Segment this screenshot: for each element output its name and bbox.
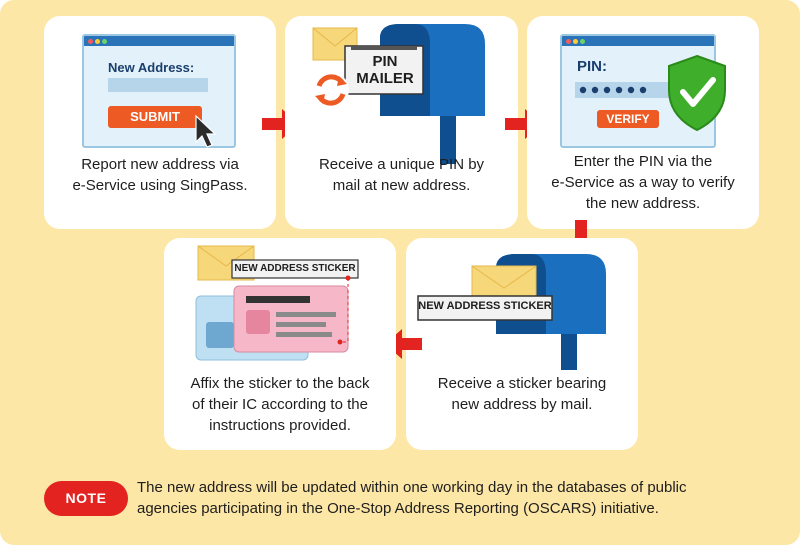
verified-shield-icon [668,54,726,132]
mailbox-with-sticker-icon [417,254,606,370]
sticker-label: NEW ADDRESS STICKER [418,300,552,312]
step-3-card: PIN: VERIFY Enter the PIN via the e-Serv… [527,16,759,229]
step-5-card: NEW ADDRESS STICKER Affix the sticker to… [164,238,396,450]
step-4-card: NEW ADDRESS STICKER Receive a sticker be… [406,238,638,450]
step-2-caption: Receive a unique PIN by mail at new addr… [318,156,485,194]
step-5-caption: Affix the sticker to the back of their I… [190,375,370,434]
mailbox-with-pin-mailer-icon [312,24,485,164]
mouse-cursor-icon [195,114,217,148]
pin-field-label: PIN: [577,58,607,75]
step-1-caption: Report new address via e-Service using S… [72,156,248,194]
pin-dots-field-illustration [575,82,675,98]
verify-button-illustration: VERIFY [597,110,659,128]
note-badge: NOTE [44,481,128,516]
submit-button-illustration: SUBMIT [108,106,202,128]
pin-mailer-label: PIN MAILER [356,53,414,87]
browser-window-icon [82,34,236,148]
note-text: The new address will be updated within o… [137,479,687,517]
new-address-form-label: New Address: [108,60,195,75]
step-4-caption: Receive a sticker bearing new address by… [437,375,607,413]
step-1-card: New Address: SUBMIT Report new address v… [44,16,276,229]
sticker-label: NEW ADDRESS STICKER [234,263,356,274]
step-3-caption: Enter the PIN via the e-Service as a way… [551,153,735,212]
new-address-input-illustration [108,78,208,92]
ic-cards-with-sticker-icon [195,245,359,361]
step-2-card: PIN MAILER Receive a unique PIN by mail … [285,16,518,229]
